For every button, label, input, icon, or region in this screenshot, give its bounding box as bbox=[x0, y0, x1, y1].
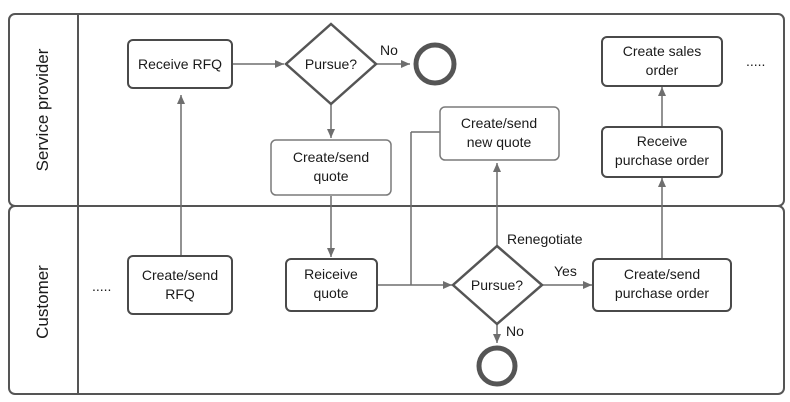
task-create-send-quote: Create/send quote bbox=[270, 139, 392, 196]
lane-customer: Customer bbox=[8, 205, 785, 395]
end-event-customer bbox=[476, 345, 518, 387]
task-create-send-new-quote-line-1: Create/send bbox=[461, 115, 537, 131]
task-create-send-quote-line-2: quote bbox=[313, 168, 348, 184]
task-receive-purchase-order-line-1: Receive bbox=[637, 133, 688, 149]
ellipsis-bottom: ..... bbox=[92, 278, 111, 294]
task-receive-quote-line-2: quote bbox=[313, 285, 348, 301]
task-create-send-rfq-line-1: Create/send bbox=[142, 267, 218, 283]
task-create-sales-order-line-2: order bbox=[646, 62, 679, 78]
task-receive-quote-line-1: Reiceive bbox=[304, 266, 358, 282]
label-renegotiate: Renegotiate bbox=[507, 231, 583, 247]
task-create-send-quote-line-1: Create/send bbox=[293, 149, 369, 165]
gateway-provider-pursue: Pursue? bbox=[284, 22, 378, 106]
lane-label-customer: Customer bbox=[33, 265, 52, 339]
task-create-send-new-quote-line-2: new quote bbox=[467, 134, 532, 150]
task-receive-purchase-order-line-2: purchase order bbox=[615, 152, 710, 168]
label-yes: Yes bbox=[554, 263, 577, 279]
end-event-provider bbox=[413, 42, 457, 86]
task-receive-purchase-order: Receive purchase order bbox=[601, 126, 723, 178]
task-create-send-rfq-line-2: RFQ bbox=[165, 286, 195, 302]
label-no-bottom: No bbox=[506, 323, 524, 339]
task-create-sales-order-line-1: Create sales bbox=[623, 43, 702, 59]
lane-label-service-provider: Service provider bbox=[33, 48, 52, 171]
task-receive-quote: Reiceive quote bbox=[285, 258, 378, 312]
task-create-send-new-quote: Create/send new quote bbox=[439, 106, 560, 161]
gateway-customer-pursue: Pursue? bbox=[451, 244, 544, 326]
gateway-provider-label: Pursue? bbox=[305, 56, 357, 72]
task-create-send-purchase-order-line-1: Create/send bbox=[624, 266, 700, 282]
task-create-send-purchase-order-line-2: purchase order bbox=[615, 285, 710, 301]
task-receive-rfq-line-1: Receive RFQ bbox=[138, 56, 222, 72]
ellipsis-top: ..... bbox=[746, 53, 765, 69]
task-create-send-rfq: Create/send RFQ bbox=[127, 255, 233, 315]
label-no-top: No bbox=[380, 42, 398, 58]
task-create-sales-order: Create sales order bbox=[601, 36, 723, 87]
task-receive-rfq: Receive RFQ bbox=[127, 39, 233, 89]
gateway-customer-label: Pursue? bbox=[471, 277, 523, 293]
sequence-flows bbox=[177, 60, 666, 343]
task-create-send-purchase-order: Create/send purchase order bbox=[592, 258, 732, 312]
